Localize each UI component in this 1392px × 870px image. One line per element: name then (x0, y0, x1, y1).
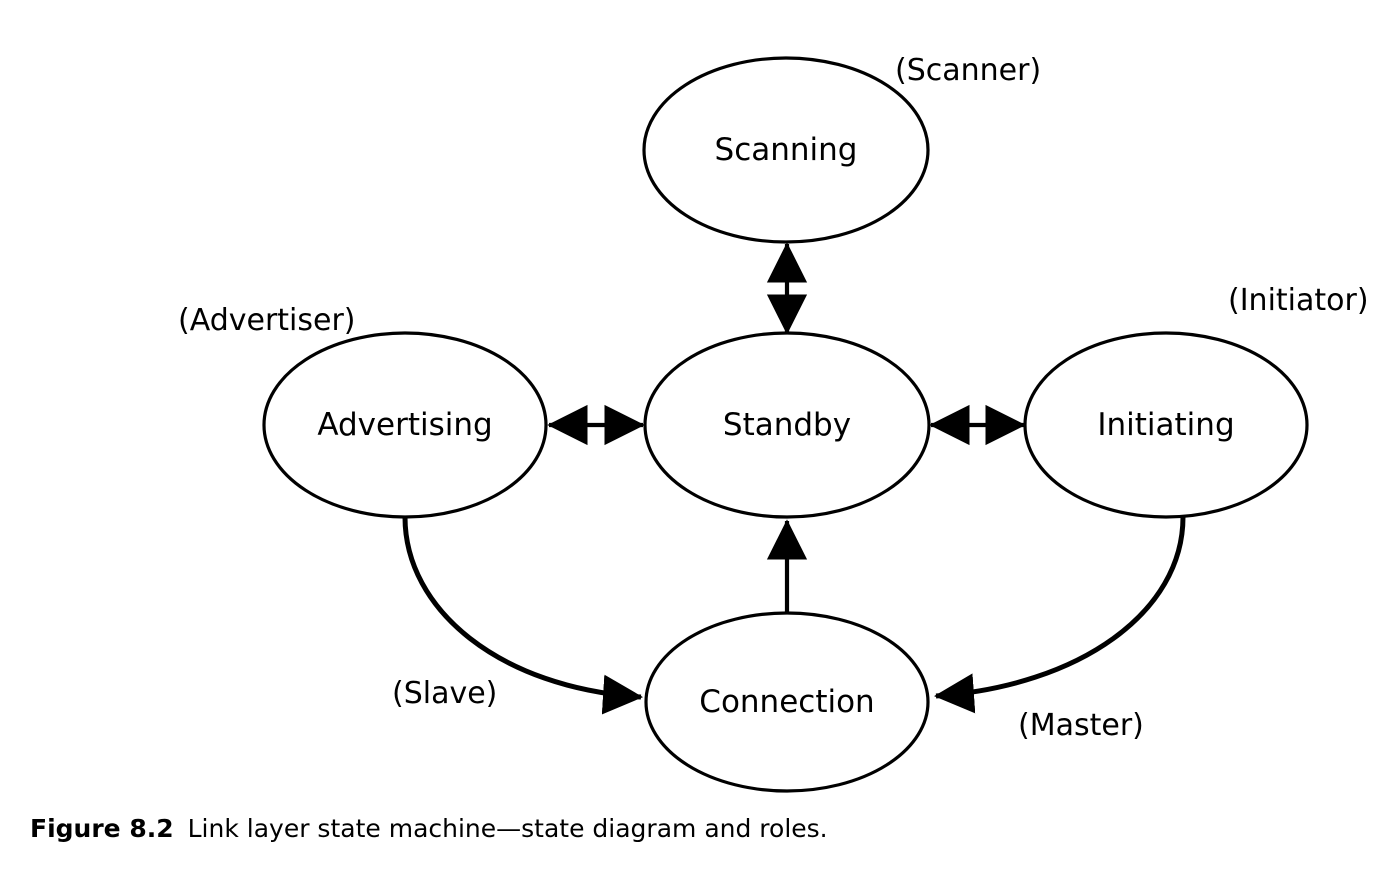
role-label-master: (Master) (1018, 708, 1144, 743)
state-node-advertising[interactable]: Advertising (262, 331, 548, 519)
connection-label: Connection (699, 684, 874, 720)
role-label-initiator: (Initiator) (1228, 283, 1369, 318)
advertising-label: Advertising (317, 407, 492, 443)
figure-number: Figure 8.2 (30, 814, 174, 843)
scanning-label: Scanning (715, 132, 858, 168)
initiating-ellipse (1023, 331, 1309, 519)
figure-caption: Figure 8.2 Link layer state machine—state… (30, 812, 1360, 846)
state-node-initiating[interactable]: Initiating (1023, 331, 1309, 519)
standby-ellipse (643, 331, 931, 519)
state-node-scanning[interactable]: Scanning (642, 56, 930, 244)
initiating-label: Initiating (1097, 407, 1234, 443)
edge-advertising-connection-slave (402, 516, 643, 715)
figure-caption-text: Link layer state machine—state diagram a… (187, 814, 828, 843)
edge-initiating-connection-master (934, 516, 1186, 714)
state-node-connection[interactable]: Connection (644, 611, 930, 793)
role-label-scanner: (Scanner) (895, 53, 1041, 88)
state-node-standby[interactable]: Standby (643, 331, 931, 519)
standby-label: Standby (723, 407, 851, 443)
state-diagram: Scanning Advertising Standby Initiating … (178, 53, 1369, 793)
role-label-advertiser: (Advertiser) (178, 303, 356, 338)
advertising-ellipse (262, 331, 548, 519)
scanning-ellipse (642, 56, 930, 244)
role-label-slave: (Slave) (392, 676, 497, 711)
connection-ellipse (644, 611, 930, 793)
